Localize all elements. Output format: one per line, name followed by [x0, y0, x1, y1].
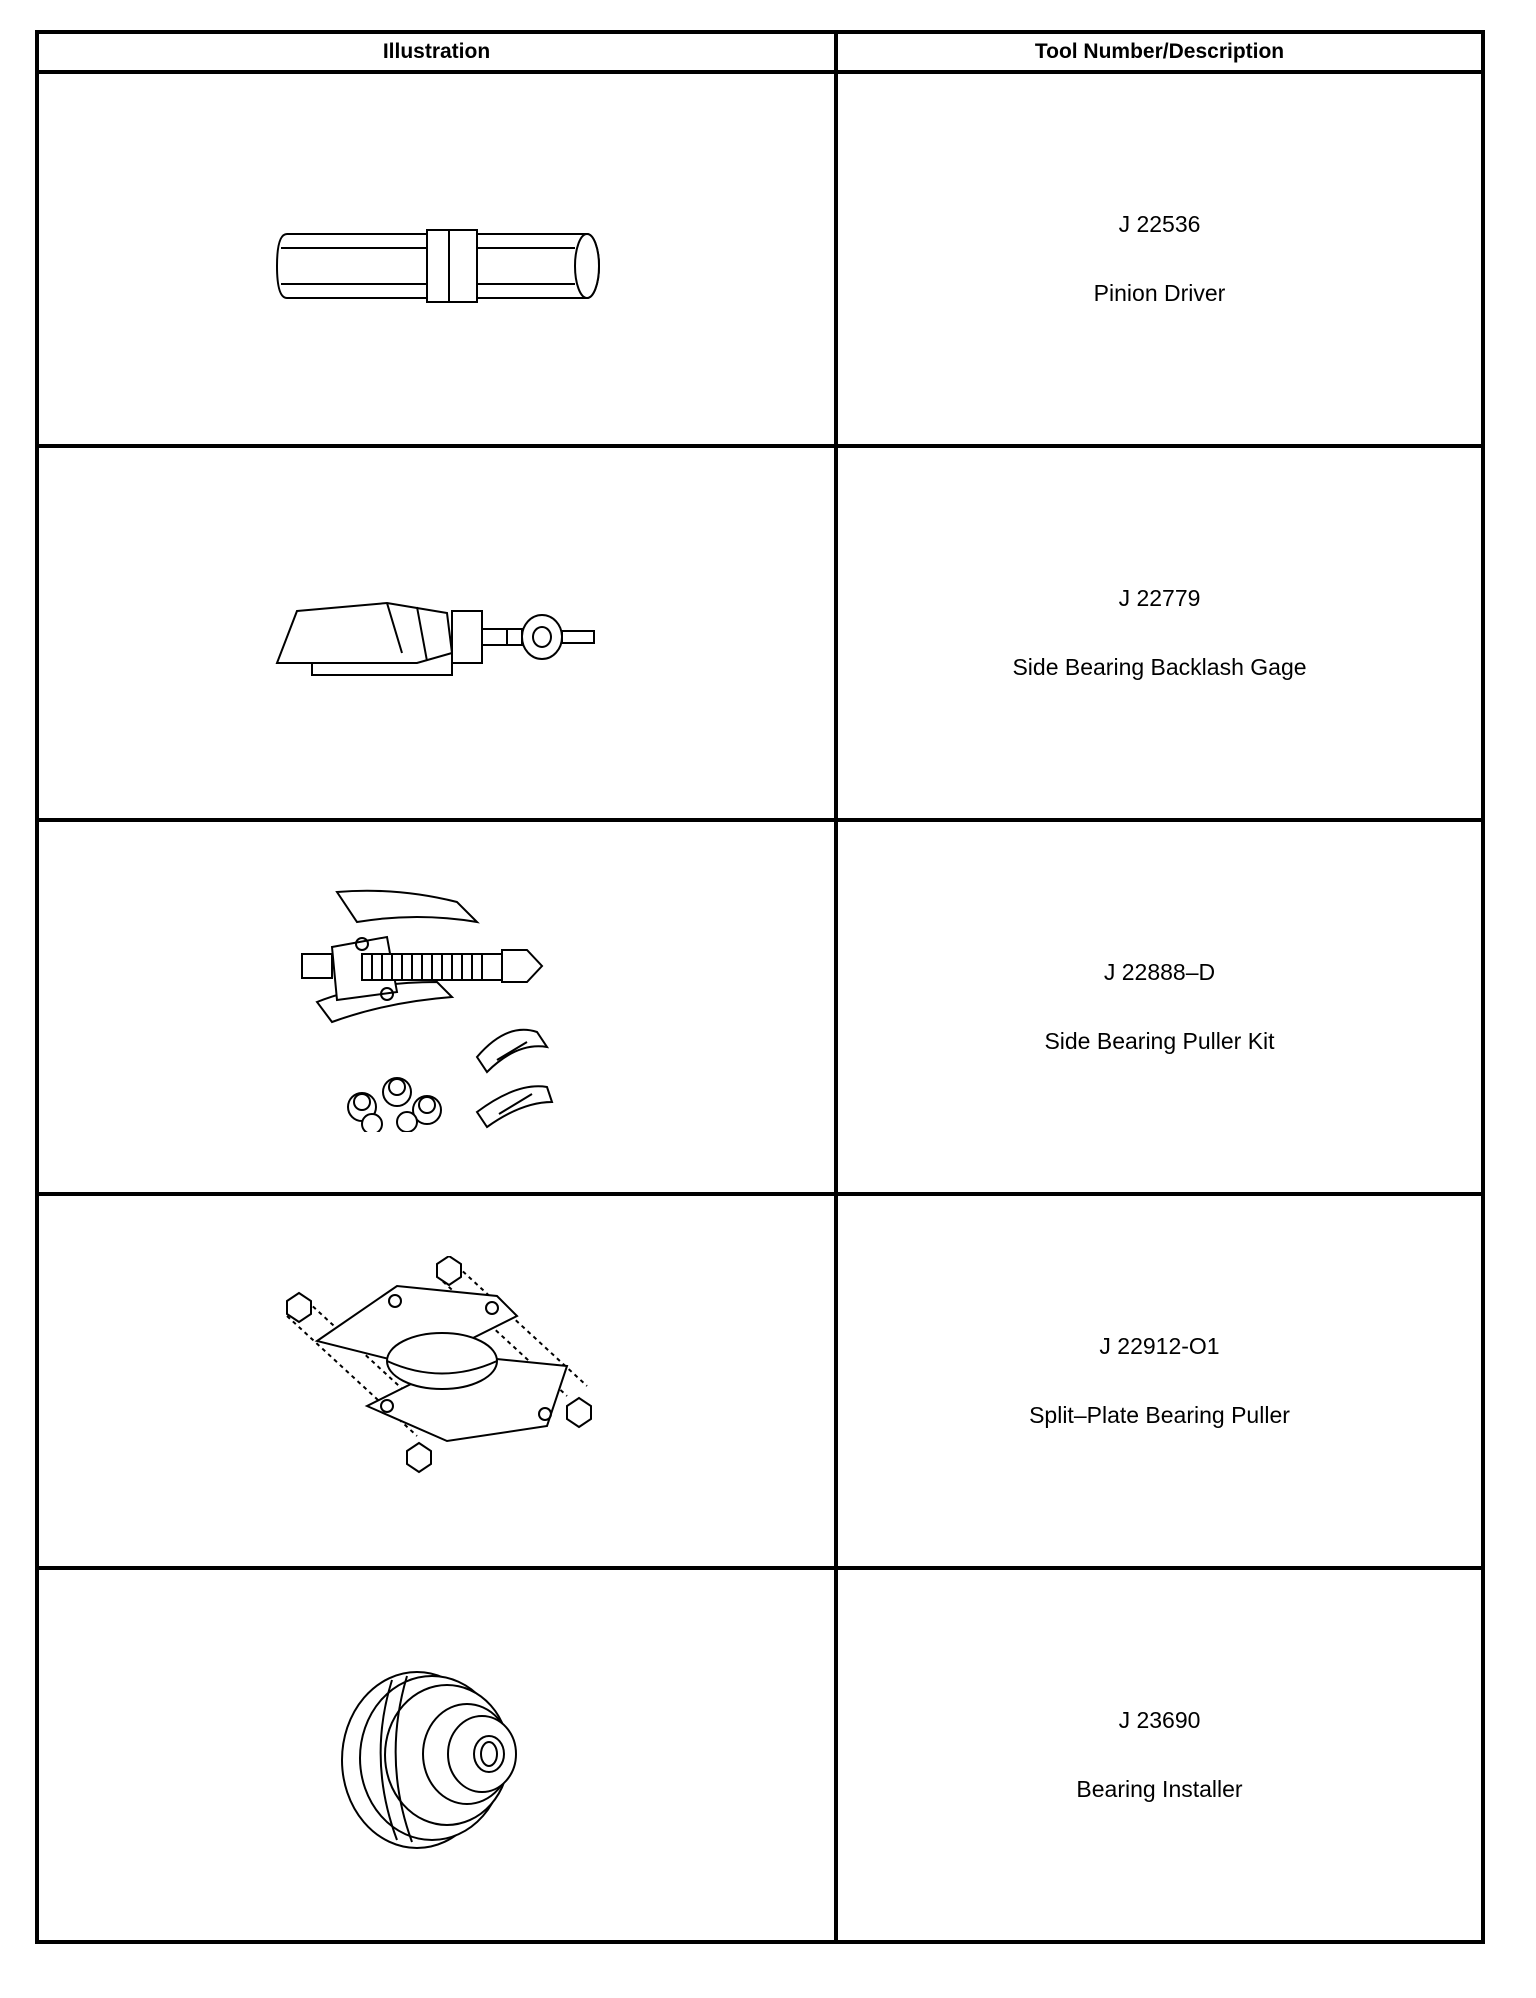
- tool-name: Side Bearing Puller Kit: [1044, 1028, 1275, 1054]
- tool-number: J 23690: [1118, 1707, 1201, 1733]
- tool-header: Tool Number/Description: [834, 30, 1485, 74]
- tool-description-cell: J 22536 Pinion Driver: [834, 70, 1485, 448]
- tool-name: Bearing Installer: [1076, 1776, 1243, 1802]
- tool-name: Split–Plate Bearing Puller: [1029, 1402, 1290, 1428]
- table-row: J 23690 Bearing Installer: [35, 1566, 1485, 1944]
- split-plate-puller-icon: [267, 1256, 607, 1506]
- tool-number: J 22888–D: [1103, 959, 1216, 985]
- tool-name: Side Bearing Backlash Gage: [1012, 654, 1307, 680]
- illustration-header: Illustration: [35, 30, 838, 74]
- backlash-gage-icon: [267, 583, 607, 683]
- tool-description-cell: J 22888–D Side Bearing Puller Kit: [834, 818, 1485, 1196]
- illustration-cell: [35, 1192, 838, 1570]
- tool-description-cell: J 23690 Bearing Installer: [834, 1566, 1485, 1944]
- tool-number: J 22536: [1118, 211, 1201, 237]
- illustration-cell: [35, 1566, 838, 1944]
- tool-name: Pinion Driver: [1093, 280, 1226, 306]
- tool-description-cell: J 22912-O1 Split–Plate Bearing Puller: [834, 1192, 1485, 1570]
- tool-description-cell: J 22779 Side Bearing Backlash Gage: [834, 444, 1485, 822]
- illustration-cell: [35, 70, 838, 448]
- puller-kit-icon: [277, 882, 597, 1132]
- bearing-installer-icon: [327, 1650, 547, 1860]
- header-row: Illustration Tool Number/Description: [35, 30, 1485, 74]
- table-row: J 22779 Side Bearing Backlash Gage: [35, 444, 1485, 822]
- tool-number: J 22779: [1118, 585, 1201, 611]
- table-row: J 22888–D Side Bearing Puller Kit: [35, 818, 1485, 1196]
- table-row: J 22536 Pinion Driver: [35, 70, 1485, 448]
- special-tools-table: Illustration Tool Number/Description J 2…: [35, 30, 1485, 1944]
- pinion-driver-icon: [267, 214, 607, 304]
- tool-number: J 22912-O1: [1099, 1333, 1220, 1359]
- illustration-cell: [35, 818, 838, 1196]
- table-row: J 22912-O1 Split–Plate Bearing Puller: [35, 1192, 1485, 1570]
- illustration-cell: [35, 444, 838, 822]
